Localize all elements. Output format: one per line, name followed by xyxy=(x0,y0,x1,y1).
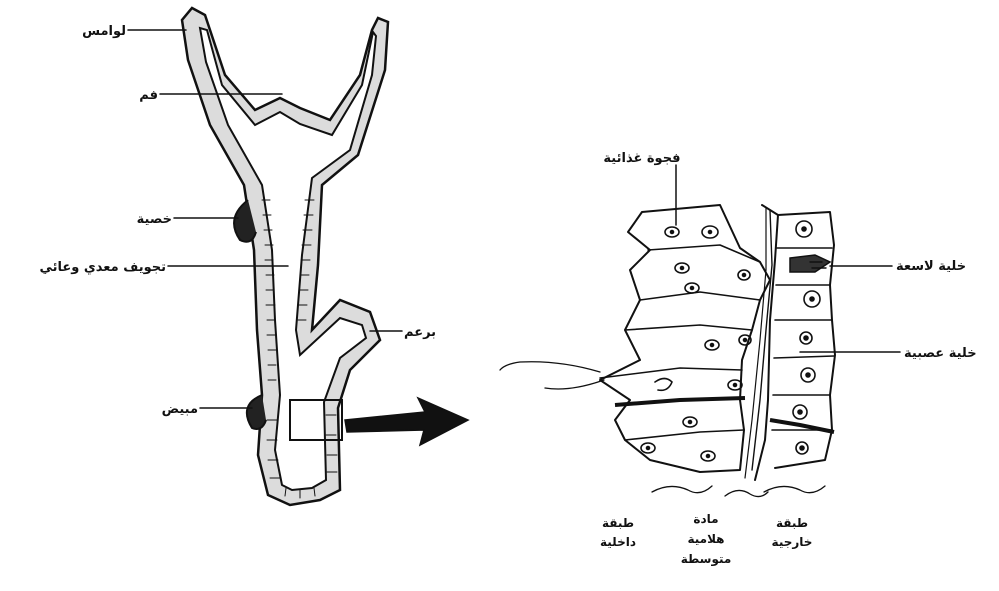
label-mouth: فم xyxy=(139,88,158,103)
label-gastrovascular-cavity: تجويف معدي وعائي xyxy=(39,260,166,275)
label-cnidocyte: خلية لاسعة xyxy=(896,259,966,274)
label-testis: خصية xyxy=(137,212,172,227)
label-ovary: مبيض xyxy=(162,402,198,417)
label-gastrodermis-line1: طبقة xyxy=(602,516,634,530)
label-bud: برعم xyxy=(404,325,436,340)
cnidocyte-shape xyxy=(790,255,830,272)
right-arrow-icon xyxy=(345,398,468,445)
label-mesoglea-line3: متوسطة xyxy=(681,552,732,567)
cell-detail xyxy=(500,205,835,497)
label-tentacle: لوامس xyxy=(82,24,126,39)
label-epidermis-line2: خارجية xyxy=(772,535,813,549)
label-food-vacuole: فجوة غذائية xyxy=(603,151,680,166)
label-epidermis-line1: طبقة xyxy=(776,516,808,530)
label-gastrodermis-line2: داخلية xyxy=(600,535,636,549)
label-nerve-cell: خلية عصبية xyxy=(904,346,977,361)
right-leader-lines xyxy=(676,165,900,352)
label-mesoglea-line2: هلامية xyxy=(687,532,724,546)
label-mesoglea-line1: مادة xyxy=(693,512,718,526)
